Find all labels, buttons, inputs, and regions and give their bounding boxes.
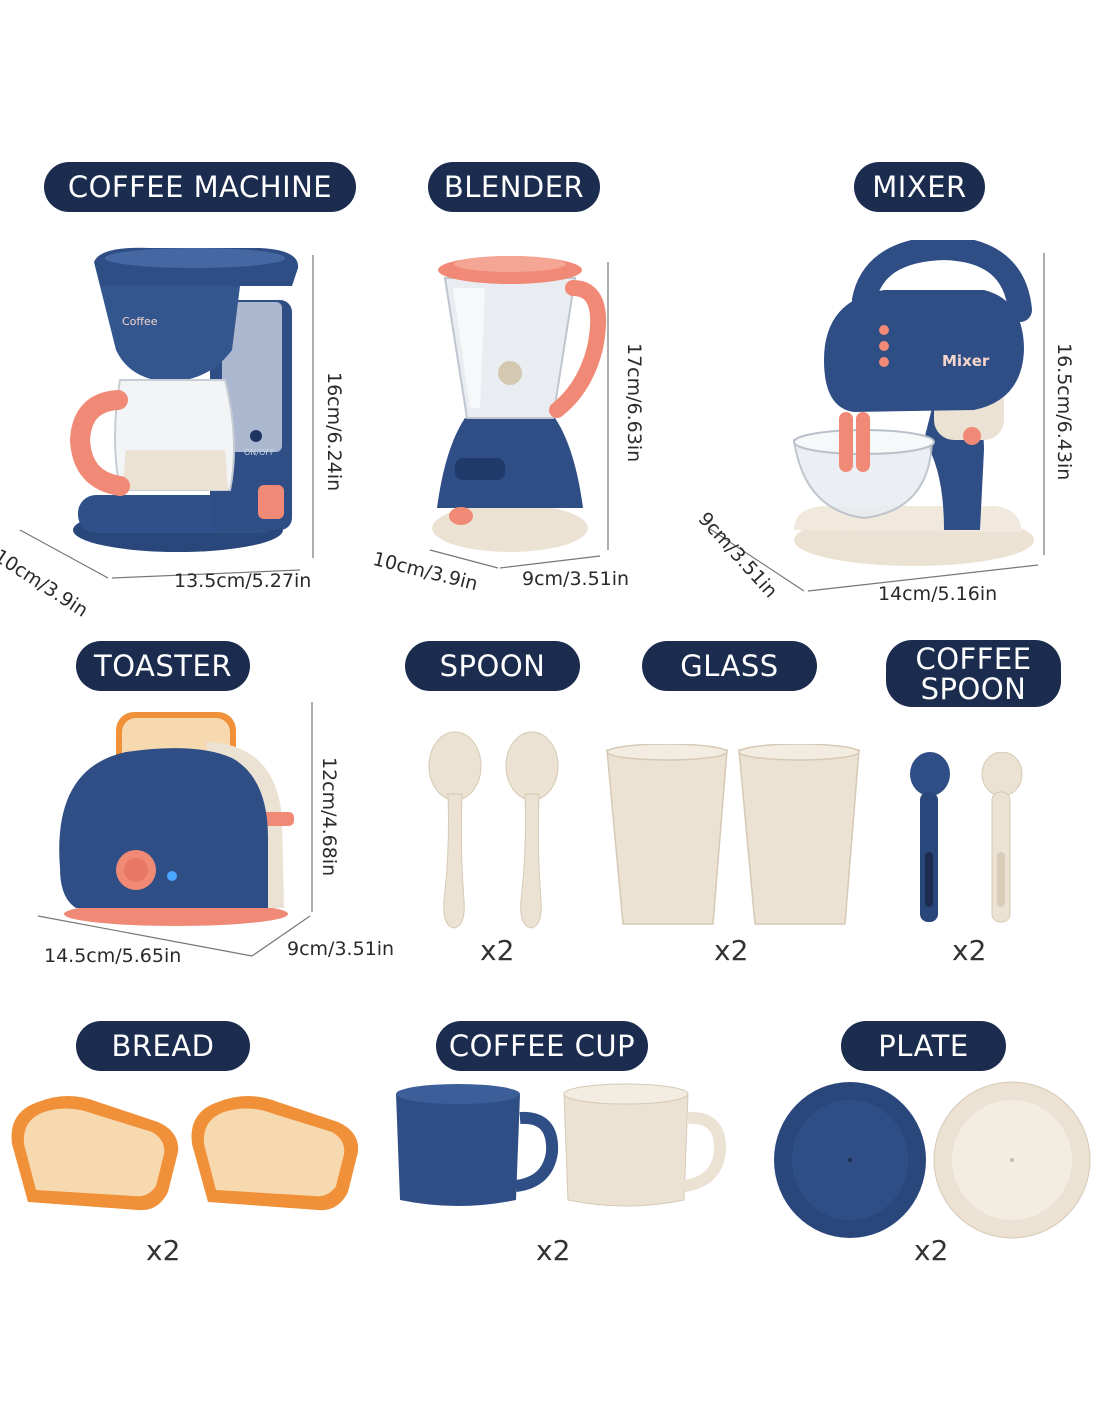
mixer-height: 16.5cm/6.43in — [1053, 343, 1075, 481]
label-blender: BLENDER — [428, 162, 600, 212]
toaster-dim-lines — [37, 702, 313, 957]
toaster-height: 12cm/4.68in — [318, 757, 340, 877]
label-spoon: SPOON — [405, 641, 580, 691]
glass-image — [605, 744, 865, 929]
coffee-cup-image — [392, 1082, 732, 1212]
coffee-spoon-image — [905, 752, 1025, 930]
label-plate: PLATE — [841, 1021, 1006, 1071]
mixer-image: Mixer — [784, 240, 1034, 570]
mixer-logo-text: Mixer — [942, 352, 990, 370]
label-glass: GLASS — [642, 641, 817, 691]
coffee-logo-text: Coffee — [122, 315, 158, 328]
coffee-cup-quantity: x2 — [536, 1234, 571, 1267]
coffee-spoon-quantity: x2 — [952, 934, 987, 967]
label-mixer: MIXER — [854, 162, 985, 212]
bread-image — [8, 1082, 358, 1217]
coffee-machine-image: Coffee ON/OFF — [60, 240, 310, 560]
label-coffee-cup: COFFEE CUP — [436, 1021, 648, 1071]
blender-image — [425, 248, 615, 558]
plate-image — [772, 1080, 1094, 1242]
coffee-machine-width: 13.5cm/5.27in — [174, 570, 312, 592]
toaster-image — [56, 708, 306, 928]
mixer-dim-lines — [709, 253, 1045, 592]
label-bread: BREAD — [76, 1021, 250, 1071]
plate-quantity: x2 — [914, 1234, 949, 1267]
blender-dim-lines — [429, 262, 609, 569]
toaster-depth: 9cm/3.51in — [287, 938, 395, 960]
coffee-machine-height: 16cm/6.24in — [323, 372, 345, 492]
mixer-width: 14cm/5.16in — [878, 583, 998, 605]
blender-height: 17cm/6.63in — [623, 343, 645, 463]
label-toaster: TOASTER — [76, 641, 250, 691]
label-coffee-spoon: COFFEE SPOON — [886, 640, 1061, 707]
blender-width: 9cm/3.51in — [522, 568, 630, 590]
coffee-machine-dim-lines — [19, 255, 314, 579]
coffee-switch-text: ON/OFF — [244, 448, 275, 457]
label-coffee-machine: COFFEE MACHINE — [44, 162, 356, 212]
glass-quantity: x2 — [714, 934, 749, 967]
spoon-quantity: x2 — [480, 934, 515, 967]
spoon-image — [420, 730, 570, 935]
bread-quantity: x2 — [146, 1234, 181, 1267]
toaster-width: 14.5cm/5.65in — [44, 945, 182, 967]
